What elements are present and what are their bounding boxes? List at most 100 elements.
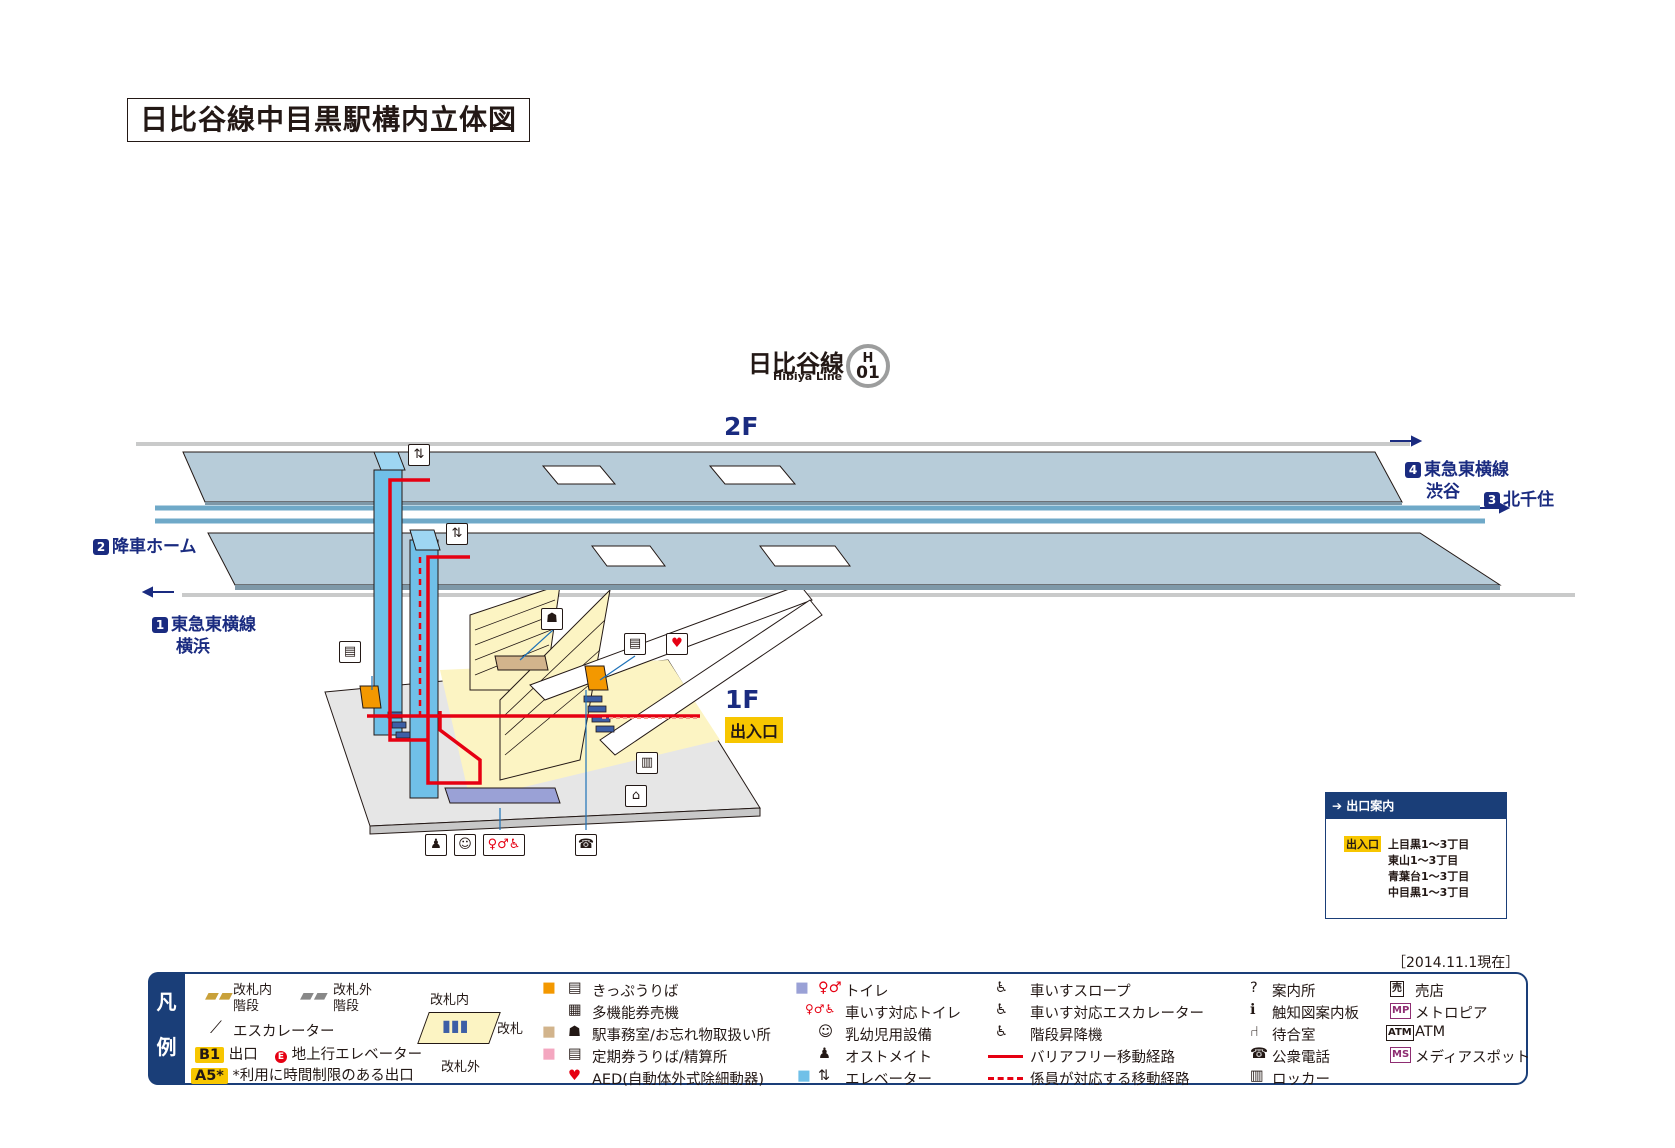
stair-opening-upper bbox=[541, 465, 617, 485]
legend-limited-badge: A5* bbox=[191, 1068, 228, 1084]
legend-stairs-out-1: 改札外 bbox=[333, 983, 373, 998]
legend-gate-in: 改札内 bbox=[430, 993, 470, 1008]
restroom bbox=[444, 787, 561, 804]
legend-stairs-out-2: 階段 bbox=[333, 999, 360, 1014]
legend-elev-badge: E bbox=[275, 1051, 287, 1063]
legend-col4-2: 待合室 bbox=[1272, 1028, 1316, 1044]
legend-col5-0: 売店 bbox=[1415, 984, 1444, 1000]
legend-elev-text: 地上行エレベーター bbox=[291, 1047, 423, 1063]
stairs-inner-icon: ▰▰ bbox=[205, 985, 233, 1006]
gate-units-icon: ▮▮▮ bbox=[442, 1016, 469, 1035]
legend-col1-3: 定期券うりば/精算所 bbox=[592, 1050, 728, 1066]
line-code-number: 01 bbox=[856, 363, 880, 383]
platform-lower-edge bbox=[235, 585, 1500, 590]
station-office bbox=[494, 655, 549, 671]
legend-tab-bottom: 例 bbox=[156, 1035, 177, 1059]
commuter-pass-icon: ▤ bbox=[568, 1046, 582, 1062]
legend-col1-2: 駅事務室/お忘れ物取扱い所 bbox=[592, 1028, 771, 1044]
ostomate-icon: ♟ bbox=[818, 1046, 831, 1062]
metropia-icon: MP bbox=[1390, 1002, 1412, 1019]
elevator-cab-2 bbox=[409, 529, 441, 551]
elevator-block-icon: ■ bbox=[797, 1068, 811, 1084]
exit-guide-title: 出口案内 bbox=[1346, 799, 1395, 813]
commuter-pass-block-icon: ■ bbox=[542, 1046, 556, 1062]
legend-surface-elevator: E 地上行エレベーター bbox=[275, 1043, 422, 1064]
baby-facility-icon: ☺ bbox=[818, 1024, 834, 1040]
ticket-machine-2 bbox=[584, 665, 609, 691]
dest-4-destination: 渋谷 bbox=[1426, 482, 1460, 502]
line-name: 日比谷線 bbox=[748, 350, 844, 378]
icon-leaders bbox=[371, 629, 636, 830]
legend-col3-4: 係員が対応する移動経路 bbox=[1030, 1072, 1190, 1088]
floor-label-2f: 2F bbox=[724, 412, 759, 441]
elevator-shaft-2 bbox=[409, 539, 439, 799]
locker-icon: ▥ bbox=[1250, 1068, 1264, 1084]
legend-col3-2: 階段昇降機 bbox=[1030, 1028, 1103, 1044]
toilet-block-icon: ■ bbox=[795, 980, 809, 996]
exit-area-1: 東山1～3丁目 bbox=[1388, 854, 1459, 867]
legend-col4-1: 触知図案内板 bbox=[1272, 1006, 1359, 1022]
page-title: 日比谷線中目黒駅構内立体図 bbox=[127, 98, 530, 142]
line-code-letter: H bbox=[862, 351, 874, 366]
metropia-mark: MP bbox=[1390, 1003, 1412, 1019]
aed-icon: ♥ bbox=[666, 633, 688, 655]
legend-gate: 改札 bbox=[497, 1022, 524, 1037]
escalator-opening-upper bbox=[708, 465, 797, 485]
ticket-machine-icon: ▤ bbox=[624, 633, 646, 655]
legend-col2-0: トイレ bbox=[845, 984, 889, 1000]
station-office-icon: ☗ bbox=[541, 608, 563, 630]
exit-area-0: 上目黒1～3丁目 bbox=[1388, 838, 1470, 851]
legend-col3-0: 車いすスロープ bbox=[1030, 984, 1131, 1000]
atm-icon: ATM bbox=[1386, 1024, 1414, 1041]
elevator-cab-1 bbox=[373, 451, 406, 471]
legend-col5-1: メトロピア bbox=[1415, 1006, 1488, 1022]
dest-1-line-name: 東急東横線 bbox=[171, 615, 256, 635]
legend-exit-badge: B1 bbox=[195, 1047, 225, 1063]
atm-mark: ATM bbox=[1386, 1025, 1414, 1041]
ticket-booth-icon: ■ bbox=[542, 980, 556, 996]
tactile-map-icon: ℹ bbox=[1250, 1002, 1256, 1018]
shop-icon: ⌂ bbox=[625, 785, 647, 807]
legend-col1-0: きっぷうりば bbox=[592, 984, 679, 1000]
escalator-opening-lower bbox=[759, 545, 851, 567]
public-phone-icon: ☎ bbox=[575, 834, 597, 856]
aed-icon: ♥ bbox=[568, 1068, 581, 1084]
legend-col3-3: バリアフリー移動経路 bbox=[1030, 1050, 1175, 1066]
information-icon: ? bbox=[1250, 980, 1258, 996]
stairs-outer-icon: ▰▰ bbox=[300, 985, 328, 1006]
exit-area-2: 青葉台1～3丁目 bbox=[1388, 870, 1470, 883]
exit-guide-tag: 出入口 bbox=[1344, 836, 1381, 852]
ticket-machine-icon: ▤ bbox=[339, 641, 361, 663]
legend-col4-3: 公衆電話 bbox=[1272, 1050, 1330, 1066]
multi-ticket-machine-icon: ▦ bbox=[568, 1002, 582, 1018]
accessible-toilet-icon: ♀♂♿ bbox=[483, 834, 525, 856]
dest-4-line-name: 東急東横線 bbox=[1424, 460, 1509, 480]
exit-guide-header: ➔ 出口案内 bbox=[1326, 793, 1506, 819]
office-block-icon: ■ bbox=[542, 1024, 556, 1040]
dest-1-destination: 横浜 bbox=[176, 637, 210, 657]
baby-facility-icon: ☺ bbox=[454, 834, 476, 856]
legend-col2-2: 乳幼児用設備 bbox=[845, 1028, 932, 1044]
legend-col2-3: オストメイト bbox=[845, 1050, 932, 1066]
public-phone-icon: ☎ bbox=[1250, 1046, 1269, 1062]
locker-icon: ▥ bbox=[636, 752, 658, 774]
accessible-toilet-icon: ♀♂♿ bbox=[805, 1002, 836, 1016]
legend-col1-4: AED(自動体外式除細動器) bbox=[592, 1072, 765, 1088]
legend-col3-1: 車いす対応エスカレーター bbox=[1030, 1006, 1204, 1022]
station-office-icon: ☗ bbox=[568, 1024, 581, 1040]
escalator-icon: ⟋ bbox=[210, 1018, 222, 1038]
barrier-free-route bbox=[367, 478, 700, 785]
exit-area-3: 中目黒1～3丁目 bbox=[1388, 886, 1470, 899]
legend-stairs-in-1: 改札内 bbox=[233, 983, 273, 998]
exit-guide-panel: ➔ 出口案内 出入口 上目黒1～3丁目 東山1～3丁目 青葉台1～3丁目 中目黒… bbox=[1325, 792, 1507, 919]
legend-tab: 凡 例 bbox=[148, 972, 185, 1085]
legend-col4-4: ロッカー bbox=[1272, 1072, 1330, 1088]
toilet-icon: ♀♂ bbox=[818, 980, 842, 996]
legend-exit: B1 出口 bbox=[195, 1043, 258, 1064]
legend-exit-text: 出口 bbox=[228, 1047, 258, 1063]
shop-mark: 売 bbox=[1390, 981, 1404, 997]
line-name-en: Hibiya Line bbox=[773, 370, 843, 383]
